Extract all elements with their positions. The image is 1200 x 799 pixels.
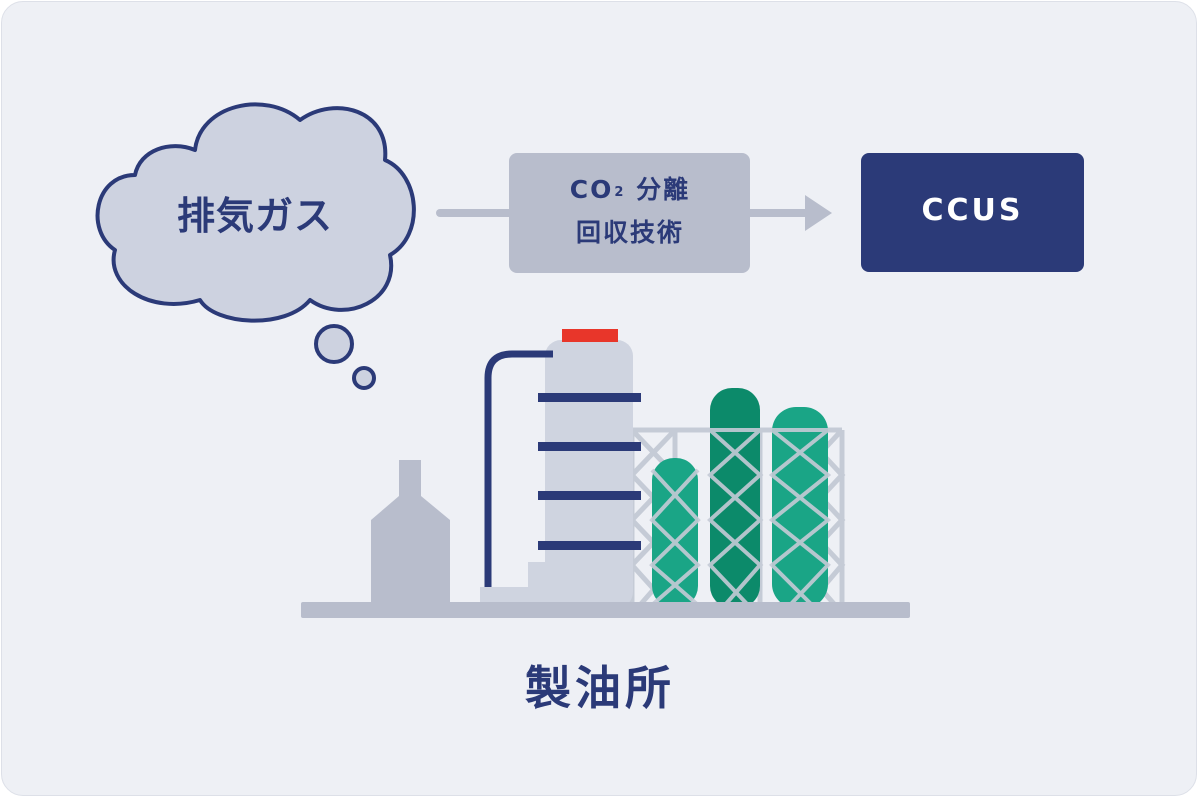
co2-separation-box [509,153,750,273]
ground-platform [301,602,910,618]
co2-separation-line1: CO2 分離 [510,170,750,213]
co2-subscript: 2 [614,185,626,200]
green-tank-1 [652,458,698,608]
cloud-bubble-large [314,324,354,364]
column-ring-4 [538,541,641,550]
refinery-label: 製油所 [525,661,675,715]
distillation-column [545,340,633,608]
small-building [371,496,450,608]
column-ring-3 [538,491,641,500]
column-ring-1 [538,393,641,402]
cloud-bubble-small [352,366,376,390]
building-chimney [399,460,421,500]
column-base-block [528,562,558,608]
co2-text: CO [569,175,614,204]
green-tank-3 [772,407,828,608]
ccus-box [861,153,1084,272]
arrow-head [805,195,832,231]
exhaust-gas-cloud [95,102,416,390]
co2-separation-line2: 回収技術 [575,218,684,247]
ccus-label: CCUS [921,193,1024,228]
column-ring-2 [538,442,641,451]
co2-separation-label: CO2 分離 回収技術 [510,170,750,253]
exhaust-gas-label: 排気ガス [176,194,333,238]
separation-text: 分離 [636,175,691,204]
pipe [484,350,553,588]
refinery-illustration [301,329,910,618]
column-red-cap [562,329,618,342]
